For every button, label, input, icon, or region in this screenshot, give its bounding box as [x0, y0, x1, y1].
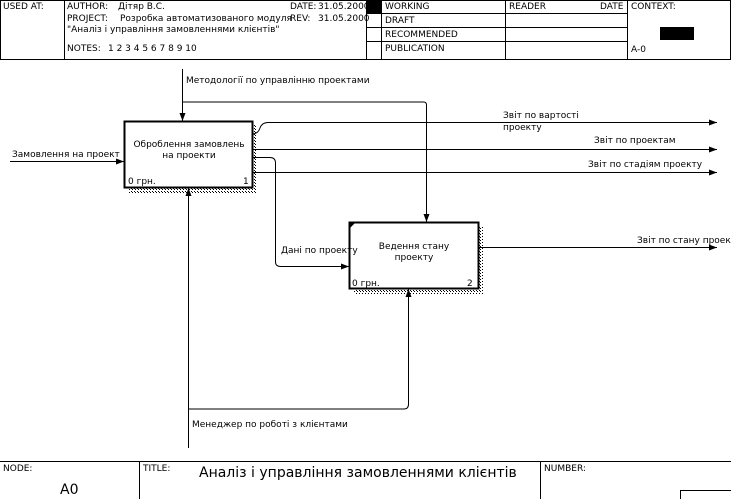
box2-number: 2 — [467, 279, 473, 289]
date-label: DATE: — [290, 2, 317, 12]
box2-label: Ведення стану проекту — [351, 242, 477, 264]
title-label: TITLE: — [143, 464, 171, 474]
project-data-label: Дані по проекту — [281, 246, 358, 256]
title-value: Аналіз і управління замовленнями клієнті… — [199, 465, 517, 481]
project-value-line1: Розробка автоматизованого модуля — [120, 14, 292, 24]
status-publication: PUBLICATION — [385, 44, 445, 54]
box2 — [348, 221, 480, 290]
node-value: A0 — [60, 482, 79, 498]
number-label: NUMBER: — [544, 464, 586, 474]
working-status-marker — [367, 1, 381, 13]
reader-label: READER — [509, 2, 546, 12]
author-label: AUTHOR: — [67, 2, 109, 12]
box2-label-line2: проекту — [394, 253, 434, 263]
control-arrow-label: Методології по управлінню проектами — [186, 76, 370, 86]
date-value: 31.05.2000 — [318, 2, 370, 12]
output-cost-label-line1: Звіт по вартості — [503, 111, 579, 121]
box2-corner-mark — [350, 223, 355, 228]
box1-label-line2: на проекти — [162, 151, 216, 161]
rev-label: REV: — [290, 14, 311, 24]
status-draft: DRAFT — [385, 16, 415, 26]
box1-label: Оброблення замовлень на проекти — [126, 140, 252, 162]
output-cost-arrow — [251, 119, 717, 135]
input-arrow-label: Замовлення на проект — [12, 150, 120, 160]
box2-cost: 0 грн. — [352, 279, 380, 289]
author-value: Дітяр В.С. — [118, 2, 165, 12]
project-data-arrow — [252, 157, 349, 270]
footer-frame — [0, 461, 731, 499]
box2-label-line1: Ведення стану — [378, 242, 450, 252]
output-cost-label-line2: проекту — [503, 123, 542, 133]
box1 — [123, 120, 254, 189]
box1-number: 1 — [243, 177, 249, 187]
box1-cost: 0 грн. — [128, 177, 156, 187]
output-projects-label: Звіт по проектам — [594, 136, 676, 146]
status-working: WORKING — [385, 2, 430, 12]
mechanism-arrow-label: Менеджер по роботі з клієнтами — [192, 420, 348, 430]
notes-numbers: 1 2 3 4 5 6 7 8 9 10 — [108, 44, 197, 54]
output-state-label: Звіт по стану проекту — [637, 236, 731, 246]
context-node: A-0 — [631, 45, 646, 55]
node-label: NODE: — [3, 464, 33, 474]
project-label: PROJECT: — [67, 14, 108, 24]
control-arrow-box2 — [182, 101, 430, 222]
mechanism-arrow-box2 — [188, 289, 412, 410]
project-value-line2: "Аналіз і управління замовленнями клієнт… — [67, 25, 280, 35]
box1-label-line1: Оброблення замовлень — [133, 140, 245, 150]
used-at-label: USED AT: — [3, 2, 44, 12]
status-recommended: RECOMMENDED — [385, 30, 458, 40]
output-stages-label: Звіт по стадіям проекту — [588, 160, 703, 170]
rev-value: 31.05.2000 — [318, 14, 370, 24]
reader-date-label: DATE — [600, 2, 624, 12]
notes-label: NOTES: — [67, 44, 101, 54]
context-box — [660, 27, 694, 40]
context-label: CONTEXT: — [631, 2, 676, 12]
